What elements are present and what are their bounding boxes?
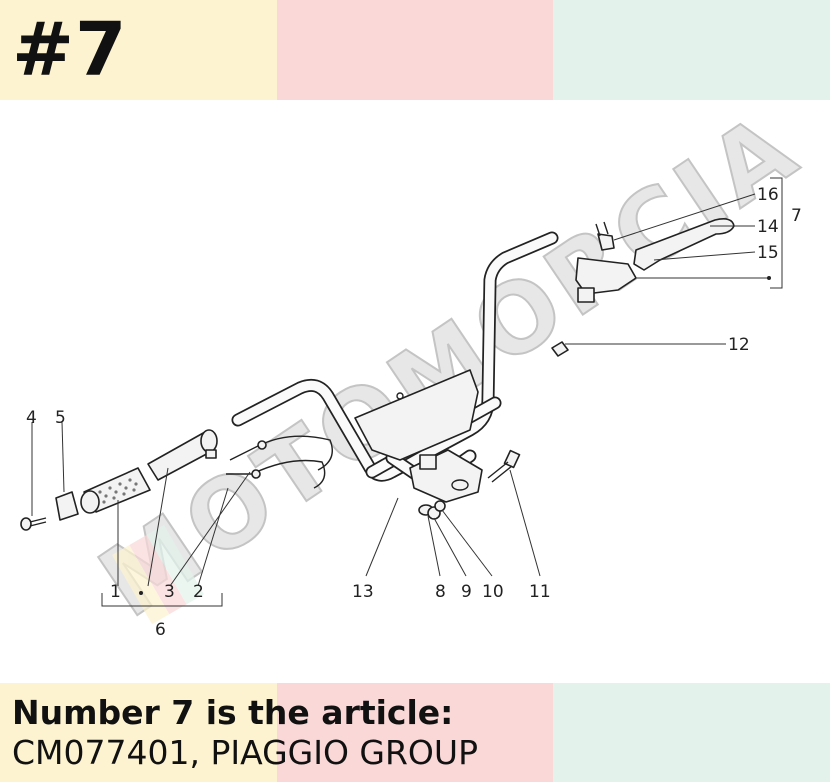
callout-10: 10 [482,582,504,602]
callout-3: 3 [164,582,175,602]
leader-lines [31,177,783,607]
watermark-colorbar [111,525,204,625]
exploded-parts-diagram: MOTOMORCIA [20,100,820,640]
footer-swatch-mint [553,683,830,782]
bar-end-weight [55,491,79,521]
callout-12: 12 [728,335,750,355]
callout-14: 14 [757,217,779,237]
throttle-cables [226,435,333,489]
brake-lever-assembly [575,218,735,303]
throttle-grip [147,429,218,481]
callout-6: 6 [155,620,166,640]
brake-switch [551,341,569,357]
watermark-text: MOTOMORCIA [80,100,819,639]
callout-11: 11 [529,582,551,602]
callout-13: 13 [352,582,374,602]
header-swatch-pink [276,0,554,100]
article-heading: Number 7 is the article: [12,693,454,732]
header-band [0,0,830,100]
footer-swatch-pink [276,683,554,782]
callout-15: 15 [757,243,779,263]
callout-labels: 1 2 3 4 5 6 7 8 9 10 11 12 13 14 15 16 [26,185,802,640]
callout-16: 16 [757,185,779,205]
article-code: CM077401, PIAGGIO GROUP [12,733,478,772]
callout-1: 1 [110,582,121,602]
screw-4 [20,517,47,531]
watermark: MOTOMORCIA [79,100,820,640]
callout-2: 2 [193,582,204,602]
callout-7: 7 [791,206,802,226]
callout-5: 5 [55,408,66,428]
callout-8: 8 [435,582,446,602]
bracket-plate [354,369,479,461]
callout-9: 9 [461,582,472,602]
header-swatch-yellow [0,0,277,100]
rubber-grip [80,467,151,514]
footer-swatch-yellow [0,683,277,782]
item-number-badge: #7 [12,7,128,93]
nut-washer-stack [418,500,446,520]
bolt-11 [487,449,521,483]
header-swatch-mint [553,0,830,100]
callout-4: 4 [26,408,37,428]
footer-band [0,683,830,782]
